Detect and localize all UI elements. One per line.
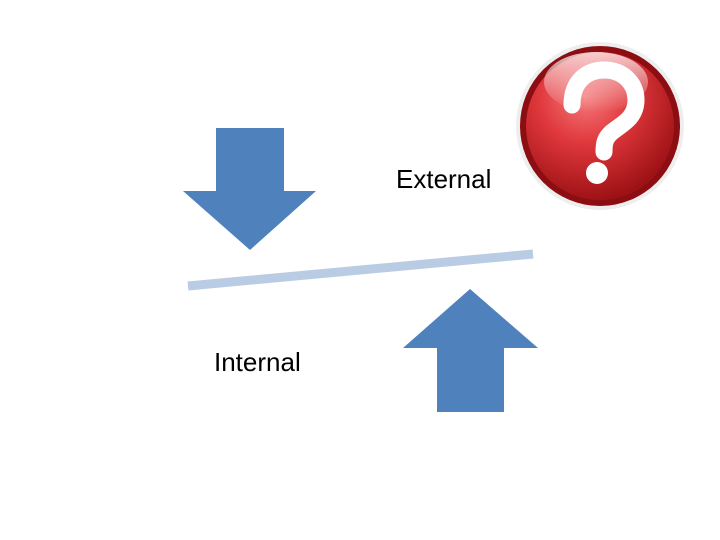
arrow-down-icon [183,128,316,250]
boundary-line [187,249,534,291]
question-mark-icon [516,42,684,210]
internal-label: Internal [214,347,301,377]
arrow-up-icon [403,289,538,412]
external-label: External [396,164,492,194]
